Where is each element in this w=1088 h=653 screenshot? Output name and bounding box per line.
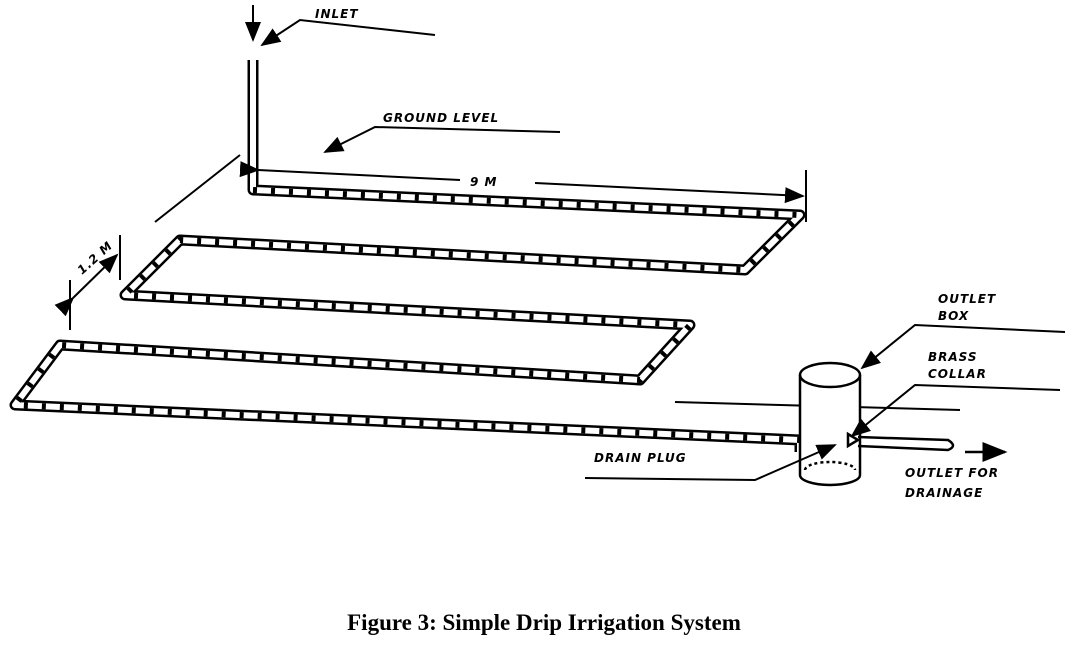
figure-caption: Figure 3: Simple Drip Irrigation System [347,610,741,635]
ground-level-label: GROUND LEVEL [383,111,499,125]
irrigation-pipe [9,60,806,452]
dimension-1-2m [54,235,121,330]
outlet-box-label-1: OUTLET [938,292,996,306]
outlet-drainage-label-1: OUTLET FOR [905,466,999,480]
label-pointers [584,323,1066,482]
dimension-9m [239,161,807,222]
inlet-pointer [245,5,436,47]
ground-level-pointer [323,125,561,153]
outlet-drainage-label-2: DRAINAGE [905,486,983,500]
inlet-label: INLET [315,7,359,21]
outlet-box [798,361,862,487]
length-label: 9 M [470,175,497,189]
drain-plug-label: DRAIN PLUG [594,451,687,465]
brass-collar-label-1: BRASS [928,350,978,364]
brass-collar-label-2: COLLAR [928,367,987,381]
spacing-label: 1.2 M [75,238,116,277]
drain-outlet-pipe [846,431,1008,462]
outlet-box-label-2: BOX [938,309,969,323]
